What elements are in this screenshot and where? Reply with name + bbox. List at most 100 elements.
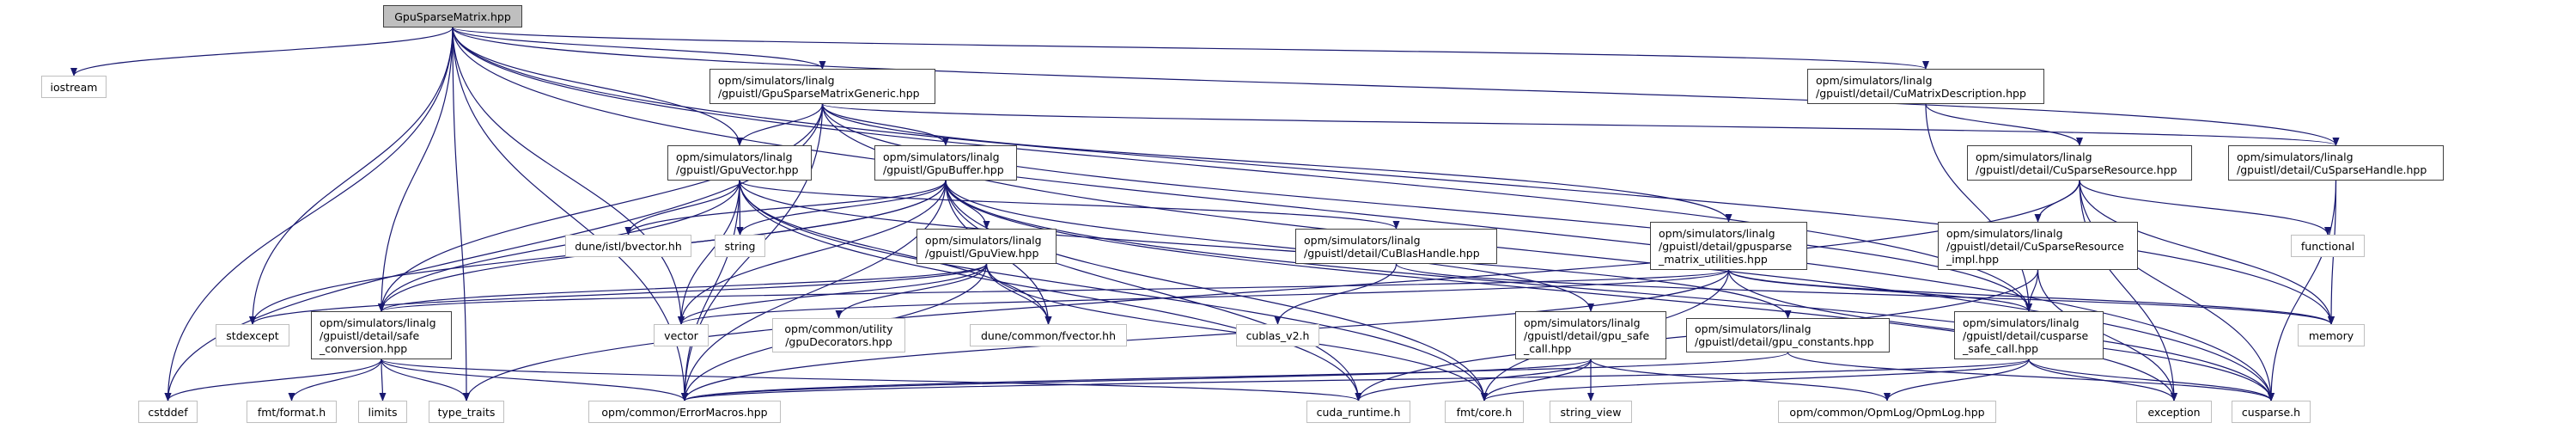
edge-root-to-cusparsehandle xyxy=(452,27,2340,146)
node-gpubuffer[interactable]: opm/simulators/linalg /gpuistl/GpuBuffer… xyxy=(874,145,1017,181)
node-label: opm/simulators/linalg /gpuistl/GpuSparse… xyxy=(718,73,920,100)
edge-root-to-cumatdesc xyxy=(452,27,1929,70)
edge-gpuvector-to-fmtcore xyxy=(739,180,1488,401)
node-label: opm/simulators/linalg /gpuistl/detail/gp… xyxy=(1695,322,1874,348)
node-label: memory xyxy=(2308,328,2354,342)
edge-gpusafecall-to-opmlog xyxy=(1590,359,1891,401)
edge-safeconv-to-typetraits xyxy=(381,359,470,401)
edge-root-to-safeconv xyxy=(378,27,454,312)
node-label: cusparse.h xyxy=(2241,405,2301,419)
edge-gpuvector-to-safeconv xyxy=(378,180,740,312)
edge-gpubuffer-to-string xyxy=(736,180,947,236)
node-label: vector xyxy=(664,328,698,342)
edge-gpuvector-to-bvector xyxy=(624,180,740,236)
node-limits[interactable]: limits xyxy=(358,401,407,423)
node-label: fmt/format.h xyxy=(257,405,326,419)
node-root[interactable]: GpuSparseMatrix.hpp xyxy=(383,5,522,28)
edge-gpuconstants-to-errormacros xyxy=(681,352,1789,401)
edge-generic-to-gpubuffer xyxy=(821,103,949,146)
node-safeconv[interactable]: opm/simulators/linalg /gpuistl/detail/sa… xyxy=(311,311,452,359)
node-gpusparseutil[interactable]: opm/simulators/linalg /gpuistl/detail/gp… xyxy=(1650,222,1807,270)
node-iostream[interactable]: iostream xyxy=(41,76,107,98)
edge-gpusparseutil-to-safeconv xyxy=(378,269,1730,312)
edge-cusparseres-to-cusparseh xyxy=(2079,180,2275,401)
node-gpudecorators[interactable]: opm/common/utility /gpuDecorators.hpp xyxy=(772,318,905,352)
edge-gpuview-to-fvector xyxy=(985,263,1052,325)
edge-root-to-memory xyxy=(452,27,2335,325)
edge-cublashandle-to-cublasv2 xyxy=(1274,263,1398,325)
node-label: stdexcept xyxy=(226,328,279,342)
edge-gpusparseutil-to-errormacros xyxy=(681,269,1730,401)
node-label: GpuSparseMatrix.hpp xyxy=(394,9,511,23)
node-bvector[interactable]: dune/istl/bvector.hh xyxy=(565,235,691,257)
node-fmtformat[interactable]: fmt/format.h xyxy=(247,401,337,423)
node-gpuconstants[interactable]: opm/simulators/linalg /gpuistl/detail/gp… xyxy=(1686,318,1890,352)
node-cudaruntime[interactable]: cuda_runtime.h xyxy=(1306,401,1410,423)
node-label: string_view xyxy=(1560,405,1622,419)
node-memory[interactable]: memory xyxy=(2298,324,2365,346)
node-string[interactable]: string xyxy=(715,235,765,257)
edge-root-to-gpuvector xyxy=(452,27,743,146)
node-label: opm/simulators/linalg /gpuistl/GpuBuffer… xyxy=(883,150,1004,176)
node-functional[interactable]: functional xyxy=(2291,235,2365,257)
node-cublashandle[interactable]: opm/simulators/linalg /gpuistl/detail/Cu… xyxy=(1295,229,1497,264)
edge-gpusafecall-to-cudaruntime xyxy=(1355,359,1592,401)
edge-gpuview-to-safeconv xyxy=(378,263,988,312)
node-cumatdesc[interactable]: opm/simulators/linalg /gpuistl/detail/Cu… xyxy=(1807,69,2044,104)
edge-cublashandle-to-memory xyxy=(1395,263,2335,325)
node-stdexcept[interactable]: stdexcept xyxy=(216,324,289,346)
node-cstddef[interactable]: cstddef xyxy=(138,401,198,423)
node-generic[interactable]: opm/simulators/linalg /gpuistl/GpuSparse… xyxy=(709,69,935,104)
edge-gpusparseutil-to-memory xyxy=(1727,269,2335,325)
node-cublasv2[interactable]: cublas_v2.h xyxy=(1236,324,1319,346)
node-label: opm/simulators/linalg /gpuistl/detail/gp… xyxy=(1524,316,1650,355)
edge-gpubuffer-to-vector xyxy=(678,180,947,325)
node-fmtcore[interactable]: fmt/core.h xyxy=(1445,401,1524,423)
edge-gpuvector-to-vector xyxy=(678,180,740,325)
node-cusparseres[interactable]: opm/simulators/linalg /gpuistl/detail/Cu… xyxy=(1967,145,2192,181)
node-errormacros[interactable]: opm/common/ErrorMacros.hpp xyxy=(588,401,781,423)
node-label: exception xyxy=(2147,405,2201,419)
node-gpusafecall[interactable]: opm/simulators/linalg /gpuistl/detail/gp… xyxy=(1515,311,1666,359)
node-cusparsesafecall[interactable]: opm/simulators/linalg /gpuistl/detail/cu… xyxy=(1954,311,2104,359)
edge-generic-to-cusparsesafecall xyxy=(821,103,2032,312)
node-cusparseh[interactable]: cusparse.h xyxy=(2232,401,2311,423)
node-label: opm/simulators/linalg /gpuistl/detail/cu… xyxy=(1963,316,2089,355)
edge-safeconv-to-limits xyxy=(379,359,387,401)
node-label: opm/common/ErrorMacros.hpp xyxy=(601,405,768,419)
edge-cusparsesafecall-to-fmtcore xyxy=(1481,359,2030,401)
edge-cusparseres-to-functional xyxy=(2079,180,2331,236)
node-exception[interactable]: exception xyxy=(2136,401,2212,423)
edge-root-to-vector xyxy=(452,27,685,325)
node-cusparseresimpl[interactable]: opm/simulators/linalg /gpuistl/detail/Cu… xyxy=(1938,222,2138,270)
node-label: fmt/core.h xyxy=(1456,405,1513,419)
edge-safeconv-to-fmtformat xyxy=(288,359,382,401)
edge-generic-to-gpusparseutil xyxy=(821,103,1733,223)
node-label: opm/simulators/linalg /gpuistl/detail/Cu… xyxy=(2237,150,2427,176)
node-typetraits[interactable]: type_traits xyxy=(429,401,504,423)
node-stringview[interactable]: string_view xyxy=(1550,401,1632,423)
node-fvector[interactable]: dune/common/fvector.hh xyxy=(970,324,1127,346)
node-vector[interactable]: vector xyxy=(654,324,709,346)
edge-root-to-cusparseh xyxy=(452,27,2275,401)
edge-gpubuffer-to-cudaruntime xyxy=(945,180,1362,401)
node-label: cuda_runtime.h xyxy=(1316,405,1401,419)
edge-root-to-stdexcept xyxy=(249,27,454,325)
edge-gpuconstants-to-cusparseh xyxy=(1787,352,2275,401)
edge-gpusafecall-to-errormacros xyxy=(681,359,1592,401)
node-cusparsehandle[interactable]: opm/simulators/linalg /gpuistl/detail/Cu… xyxy=(2228,145,2444,181)
edge-gpusafecall-to-fmtcore xyxy=(1481,359,1592,401)
node-label: opm/simulators/linalg /gpuistl/GpuVector… xyxy=(676,150,799,176)
node-gpuview[interactable]: opm/simulators/linalg /gpuistl/GpuView.h… xyxy=(917,229,1057,264)
edge-safeconv-to-cstddef xyxy=(164,359,382,401)
node-opmlog[interactable]: opm/common/OpmLog/OpmLog.hpp xyxy=(1778,401,1996,423)
node-label: iostream xyxy=(50,80,98,94)
edge-gpusparseutil-to-vector xyxy=(678,269,1730,325)
node-label: type_traits xyxy=(437,405,496,419)
node-gpuvector[interactable]: opm/simulators/linalg /gpuistl/GpuVector… xyxy=(667,145,812,181)
node-label: limits xyxy=(368,405,398,419)
node-label: opm/common/utility /gpuDecorators.hpp xyxy=(784,322,893,348)
edge-gpuview-to-gpudecorators xyxy=(835,263,988,319)
edge-cusparsehandle-to-cusparseh xyxy=(2268,180,2337,401)
